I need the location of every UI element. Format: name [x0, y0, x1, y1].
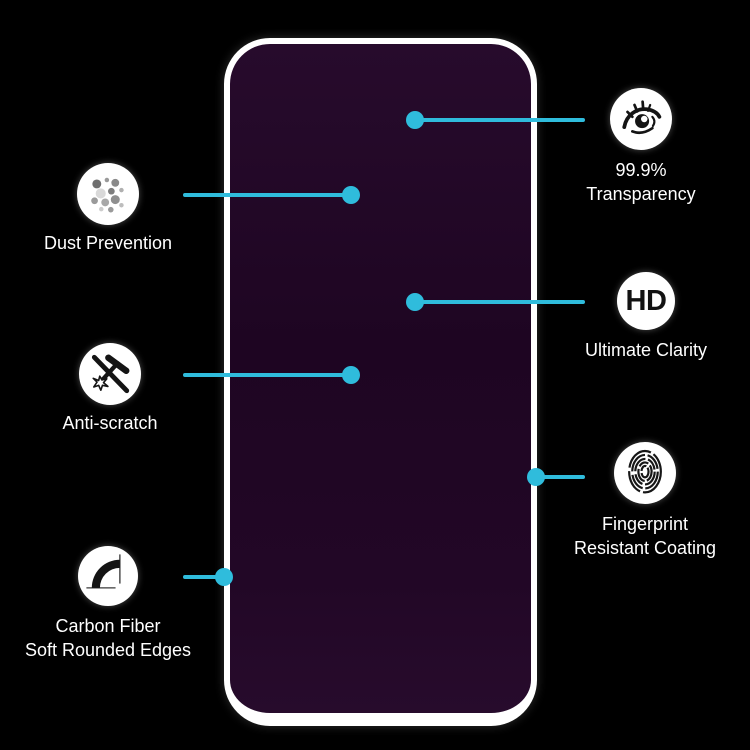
feature-label-line: Ultimate Clarity: [584, 340, 708, 360]
feature-label-dust-prevention: Dust Prevention: [44, 231, 172, 255]
eye-icon: [610, 88, 672, 150]
feature-label-carbon-fiber: Carbon Fiber Soft Rounded Edges: [25, 614, 191, 662]
callout-line-fingerprint: [527, 468, 585, 486]
feature-label-line: Fingerprint: [601, 514, 689, 534]
screen-protector-glass: [224, 38, 537, 726]
callout-line-dust-prevention: [183, 186, 360, 204]
fingerprint-icon: [614, 442, 676, 504]
feature-dust-prevention: Dust Prevention: [28, 163, 188, 255]
feature-fingerprint: Fingerprint Resistant Coating: [563, 442, 727, 560]
feature-label-line: Carbon Fiber: [55, 616, 161, 636]
callout-dot-fingerprint: [527, 468, 545, 486]
callout-dot-anti-scratch: [342, 366, 360, 384]
feature-label-line: Anti-scratch: [62, 413, 158, 433]
callout-line-anti-scratch: [183, 366, 360, 384]
feature-carbon-fiber: Carbon Fiber Soft Rounded Edges: [15, 546, 201, 662]
rounded-edge-icon: [78, 546, 138, 606]
feature-label-anti-scratch: Anti-scratch: [62, 411, 157, 435]
feature-label-line: Soft Rounded Edges: [24, 640, 192, 660]
callout-dot-dust-prevention: [342, 186, 360, 204]
feature-label-line: Resistant Coating: [573, 538, 717, 558]
callout-line-transparency: [406, 111, 585, 129]
callout-dot-carbon-fiber: [215, 568, 233, 586]
feature-hd-clarity: HD Ultimate Clarity: [560, 272, 732, 362]
callout-line-hd-clarity: [406, 293, 585, 311]
hd-icon-text: HD: [625, 284, 667, 317]
dust-particles-icon: [77, 163, 139, 225]
hd-icon: HD: [617, 272, 675, 330]
feature-anti-scratch: Anti-scratch: [30, 343, 190, 435]
anti-scratch-icon: [79, 343, 141, 405]
feature-label-line: 99.9%: [615, 160, 667, 180]
feature-transparency: 99.9% Transparency: [561, 88, 721, 206]
feature-label-hd-clarity: Ultimate Clarity: [585, 338, 707, 362]
feature-label-line: Dust Prevention: [43, 233, 173, 253]
callout-dot-transparency: [406, 111, 424, 129]
callout-dot-hd-clarity: [406, 293, 424, 311]
feature-label-transparency: 99.9% Transparency: [586, 158, 695, 206]
feature-label-fingerprint: Fingerprint Resistant Coating: [574, 512, 716, 560]
feature-label-line: Transparency: [586, 184, 696, 204]
callout-line-carbon-fiber: [183, 568, 233, 586]
